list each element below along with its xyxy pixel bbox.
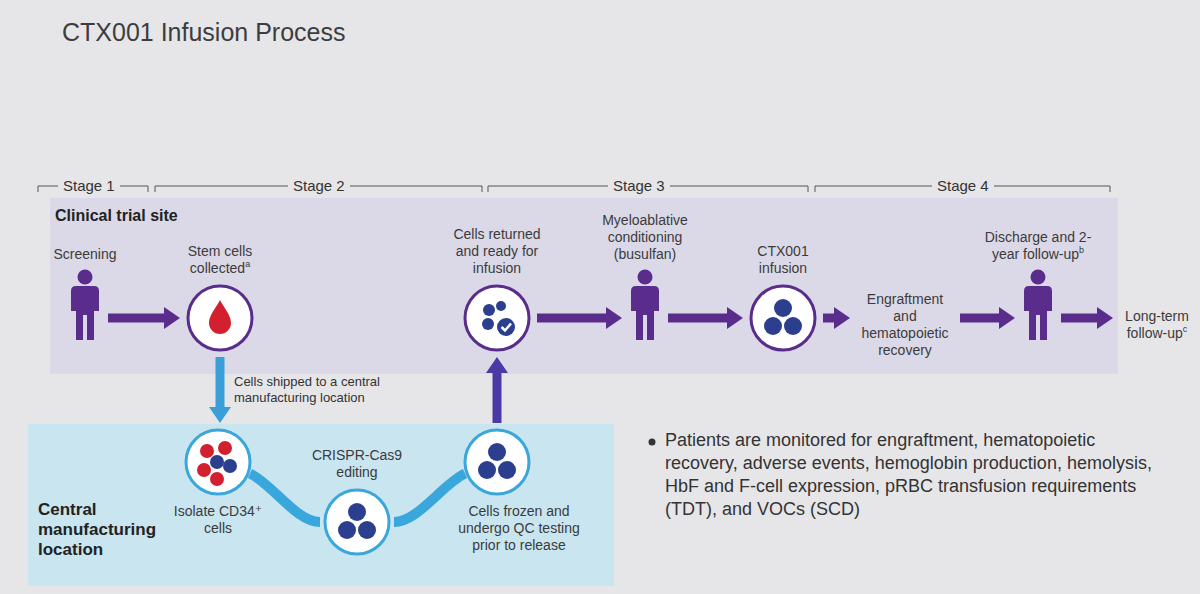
arrow-head [486, 357, 508, 373]
node-label: Long-term follow-upc [1118, 308, 1196, 342]
node-text: Engraftment and hematopoietic recovery [861, 291, 948, 358]
icon-node: Screening [35, 246, 135, 341]
arrow-shaft [216, 357, 225, 409]
icon-node: Isolate CD34⁺ cells [170, 427, 266, 537]
text-node: Long-term follow-upc [1118, 308, 1196, 342]
node-text: Stem cells collected [188, 243, 253, 276]
flow-arrow [108, 307, 180, 329]
person-icon [589, 269, 701, 341]
arrow-head [727, 307, 743, 329]
arrow-shaft [493, 371, 502, 423]
flow-arrow [960, 307, 1015, 329]
person-figure [627, 269, 663, 341]
icon-node: Stem cells collecteda [165, 243, 275, 353]
node-label: Cells returned and ready for infusion [441, 226, 553, 277]
cell-circle [183, 427, 253, 497]
band-heading: Central manufacturing location [38, 500, 173, 560]
node-label: Stem cells collecteda [165, 243, 275, 277]
node-text: Clinical trial site [55, 207, 178, 224]
cell-icon [733, 283, 833, 353]
stage-label: Stage 3 [608, 177, 670, 194]
arrow-shaft [1061, 314, 1099, 323]
node-text: CTX001 infusion [757, 243, 808, 276]
node-label: Discharge and 2-year follow-upb [974, 229, 1102, 263]
node-text: Myeloablative conditioning (busulfan) [602, 212, 688, 262]
node-label: Screening [35, 246, 135, 263]
arrow-shaft [960, 314, 1001, 323]
node-label: Cells frozen and undergo QC testing prio… [446, 503, 592, 554]
arrow-shaft [108, 314, 166, 323]
cell-icon [170, 427, 266, 497]
node-label: Engraftment and hematopoietic recovery [855, 291, 955, 359]
flow-arrow [209, 357, 231, 423]
node-text: Isolate CD34⁺ cells [174, 503, 262, 536]
cell-circle [462, 283, 532, 353]
node-text: Central manufacturing location [38, 500, 156, 559]
person-figure [67, 269, 103, 341]
node-label: Isolate CD34⁺ cells [170, 503, 266, 537]
stage-label: Stage 1 [58, 177, 120, 194]
icon-node: Myeloablative conditioning (busulfan) [589, 212, 701, 341]
icon-node: Cells returned and ready for infusion [441, 226, 553, 353]
cell-circle [185, 283, 255, 353]
cell-icon [299, 487, 415, 557]
stage-label: Stage 4 [932, 177, 994, 194]
node-text: Long-term follow-up [1125, 308, 1189, 341]
flow-arrow [1061, 307, 1113, 329]
edge-label: Cells shipped to a central manufacturing… [234, 374, 444, 406]
footnote-mark: b [1079, 245, 1084, 255]
transfer-curve [394, 474, 465, 522]
icon-node: Discharge and 2-year follow-upb [974, 229, 1102, 341]
arrow-head [164, 307, 180, 329]
band-heading: Clinical trial site [55, 206, 275, 225]
person-icon [35, 269, 135, 341]
node-text: CRISPR-Cas9 editing [312, 447, 402, 480]
node-text: Cells returned and ready for infusion [453, 226, 540, 276]
icon-node: CTX001 infusion [733, 243, 833, 353]
person-icon [974, 269, 1102, 341]
diagram-title: CTX001 Infusion Process [62, 18, 345, 47]
cell-icon [441, 283, 553, 353]
node-label: Myeloablative conditioning (busulfan) [589, 212, 701, 263]
node-text: Discharge and 2-year follow-up [985, 229, 1092, 262]
node-text: Cells frozen and undergo QC testing prio… [458, 503, 579, 553]
arrow-head [1097, 307, 1113, 329]
person-figure [1020, 269, 1056, 341]
stage-label: Stage 2 [288, 177, 350, 194]
flow-arrow [486, 357, 508, 423]
region-band: Clinical trial siteScreening Stem cells c… [50, 198, 1118, 374]
flow-arrow [537, 307, 622, 329]
footnote-mark: c [1183, 324, 1188, 334]
node-text: Screening [53, 246, 116, 262]
node-label: CRISPR-Cas9 editing [299, 447, 415, 481]
node-label: CTX001 infusion [733, 243, 833, 277]
arrow-shaft [668, 314, 729, 323]
icon-node: Cells frozen and undergo QC testing prio… [424, 427, 570, 554]
text-node: Engraftment and hematopoietic recovery [855, 291, 955, 359]
arrow-head [834, 307, 850, 329]
cell-icon [165, 283, 275, 353]
arrow-head [606, 307, 622, 329]
arrow-head [999, 307, 1015, 329]
cell-circle [462, 427, 532, 497]
note-text: Patients are monitored for engraftment, … [665, 429, 1170, 521]
cell-circle [748, 283, 818, 353]
cell-icon [424, 427, 570, 497]
region-band: Central manufacturing location Isolate CD… [28, 424, 614, 586]
cell-circle [322, 487, 392, 557]
arrow-shaft [537, 314, 608, 323]
flow-arrow [394, 474, 465, 522]
icon-node: CRISPR-Cas9 editing [299, 447, 415, 557]
flow-arrow [823, 307, 850, 329]
flow-arrow [668, 307, 743, 329]
footnote-mark: a [245, 259, 250, 269]
bullet-dot [649, 439, 656, 446]
arrow-head [209, 407, 231, 423]
